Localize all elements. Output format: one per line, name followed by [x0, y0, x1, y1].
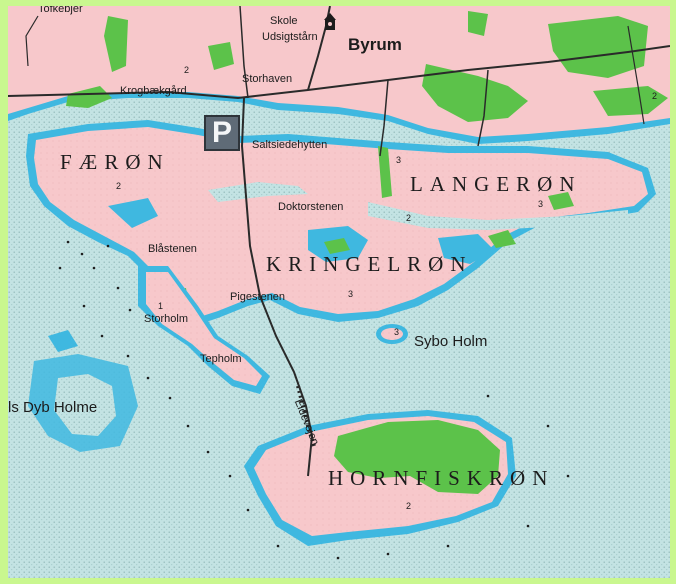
mainland-road [477, 69, 489, 147]
channel [368, 202, 628, 230]
forest [422, 64, 528, 122]
channel [208, 182, 308, 202]
label-krogbaekgard: Krogbækgård [120, 85, 187, 97]
label-doktorstenen: Doktorstenen [278, 201, 344, 213]
lagoon [438, 234, 494, 264]
label-dyb-holme: ls Dyb Holme [8, 399, 98, 416]
height-marker: 2 [116, 181, 122, 191]
mainland-road [8, 45, 670, 100]
forest [468, 11, 488, 36]
height-marker: 3 [396, 155, 402, 165]
label-hornfiskron: HORNFISKRØN [328, 466, 555, 490]
label-feron: FÆRØN [60, 150, 170, 174]
forest [548, 16, 648, 78]
mainland-road [239, 6, 249, 99]
height-marker: 2 [406, 501, 412, 511]
parking-sign-icon[interactable]: P [204, 115, 240, 151]
label-udsigtstarn: Udsigtstårn [262, 31, 318, 43]
height-marker: 1 [158, 301, 164, 311]
forest [593, 86, 668, 116]
height-marker: 3 [348, 289, 354, 299]
label-pigestenen: Pigestenen [230, 291, 286, 303]
label-saltsiedehytten: Saltsiedehytten [252, 139, 328, 151]
label-tofkebjer: Tofkebjer [38, 6, 83, 15]
forest [488, 230, 516, 248]
forest [548, 192, 574, 210]
label-kringelron: KRINGELRØN [266, 252, 473, 276]
label-byrum: Byrum [348, 35, 402, 54]
western-isles [48, 330, 78, 352]
mainland-road [379, 79, 389, 157]
label-storholm: Storholm [144, 313, 189, 325]
height-marker: 3 [538, 199, 544, 209]
causeway-road [240, 97, 314, 477]
forest [208, 42, 234, 70]
spit-land [146, 272, 262, 386]
mainland-road [627, 25, 645, 125]
forest [66, 86, 112, 108]
lagoon [108, 198, 158, 228]
label-skole: Skole [270, 15, 298, 27]
label-storhaven: Storhaven [242, 73, 293, 85]
reef-marks [58, 240, 570, 560]
western-isles [54, 374, 116, 436]
causeway-dashes [296, 385, 316, 447]
label-langeron: LANGERØN [410, 172, 582, 196]
hornfiskron-forest [334, 420, 500, 494]
forest [378, 146, 392, 198]
height-marker: 3 [394, 327, 400, 337]
label-blastenen: Blåstenen [148, 243, 197, 255]
label-sybo-holm: Sybo Holm [414, 333, 488, 350]
forest [324, 238, 350, 254]
island-land [34, 127, 648, 320]
height-marker: 2 [184, 65, 190, 75]
height-marker: 2 [406, 213, 412, 223]
church-icon [324, 13, 336, 30]
mainland-road [25, 15, 39, 67]
sybo-holm-land [381, 328, 403, 340]
forest [104, 16, 128, 72]
topographic-map[interactable] [8, 6, 670, 578]
height-marker: 2 [652, 91, 658, 101]
map-frame[interactable]: P FÆRØN LANGERØN KRINGELRØN HORNFISKRØN … [8, 6, 670, 578]
label-tepholm: Tepholm [200, 353, 242, 365]
